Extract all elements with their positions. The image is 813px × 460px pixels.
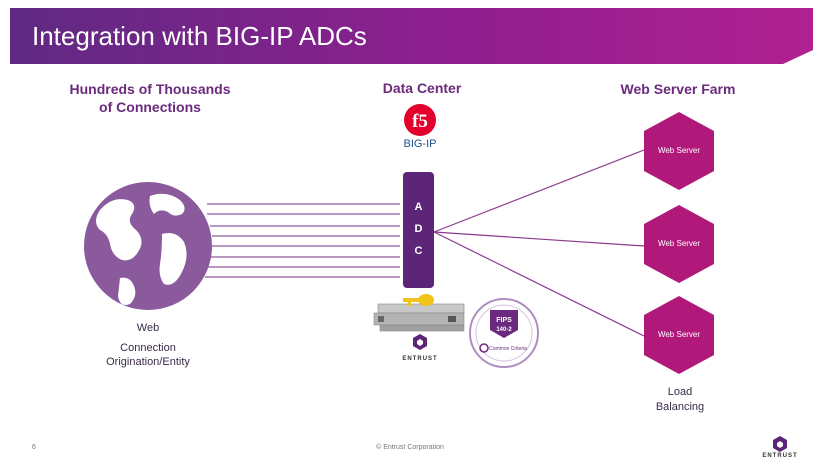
load-balancing-label: Load Balancing — [640, 385, 720, 415]
web-origin-line-3: Origination/Entity — [106, 356, 190, 368]
adc-letter-c: C — [414, 245, 423, 257]
footer-entrust-icon — [773, 436, 787, 452]
bigip-label: BIG-IP — [403, 138, 437, 150]
copyright: © Entrust Corporation — [376, 444, 444, 451]
web-server-2 — [644, 205, 714, 283]
right-heading: Web Server Farm — [620, 81, 736, 97]
load-balancing-line-2: Balancing — [655, 401, 705, 413]
web-origin-line-2: Connection — [120, 342, 176, 354]
f5-logo-text: f5 — [412, 111, 428, 132]
web-origin-label: Web Connection Origination/Entity — [80, 318, 216, 372]
common-criteria-text: Common Criteria — [489, 346, 527, 352]
web-origin-line-1: Web — [136, 322, 160, 334]
adc-bar — [403, 172, 434, 288]
web-server-1-label: Web Server — [657, 146, 701, 155]
load-balancing-line-1: Load — [667, 386, 693, 398]
globe-icon — [84, 182, 212, 310]
left-heading-line-2: of Connections — [99, 99, 201, 115]
web-server-2-label: Web Server — [657, 239, 701, 248]
web-server-3 — [644, 296, 714, 374]
web-server-3-label: Web Server — [657, 330, 701, 339]
header-notch — [783, 50, 813, 64]
slide-header: Integration with BIG-IP ADCs — [10, 8, 813, 64]
center-heading: Data Center — [382, 80, 462, 96]
fips-badge: FIPS 140-2 Common Criteria — [469, 298, 539, 368]
adc-letter-d: D — [414, 223, 423, 235]
adc-letter-a: A — [414, 201, 423, 213]
left-heading: Hundreds of Thousands of Connections — [40, 80, 260, 116]
page-number: 6 — [32, 444, 36, 451]
slide-title: Integration with BIG-IP ADCs — [32, 21, 367, 51]
entrust-device-logo-text: ENTRUST — [402, 356, 437, 362]
connection-lines — [205, 203, 400, 278]
hsm-appliance-icon — [373, 303, 465, 332]
key-icon — [403, 294, 434, 306]
load-balancing-lines — [433, 149, 645, 337]
fips-badge-text: FIPS — [496, 317, 512, 324]
f5-logo: f5 — [404, 104, 436, 136]
entrust-hexagon-icon — [413, 334, 427, 350]
fips-level-text: 140-2 — [496, 327, 512, 333]
web-server-1 — [644, 112, 714, 190]
left-heading-line-1: Hundreds of Thousands — [69, 81, 231, 97]
footer-logo-text: ENTRUST — [762, 453, 798, 459]
adc-letters: A D C — [403, 196, 434, 262]
